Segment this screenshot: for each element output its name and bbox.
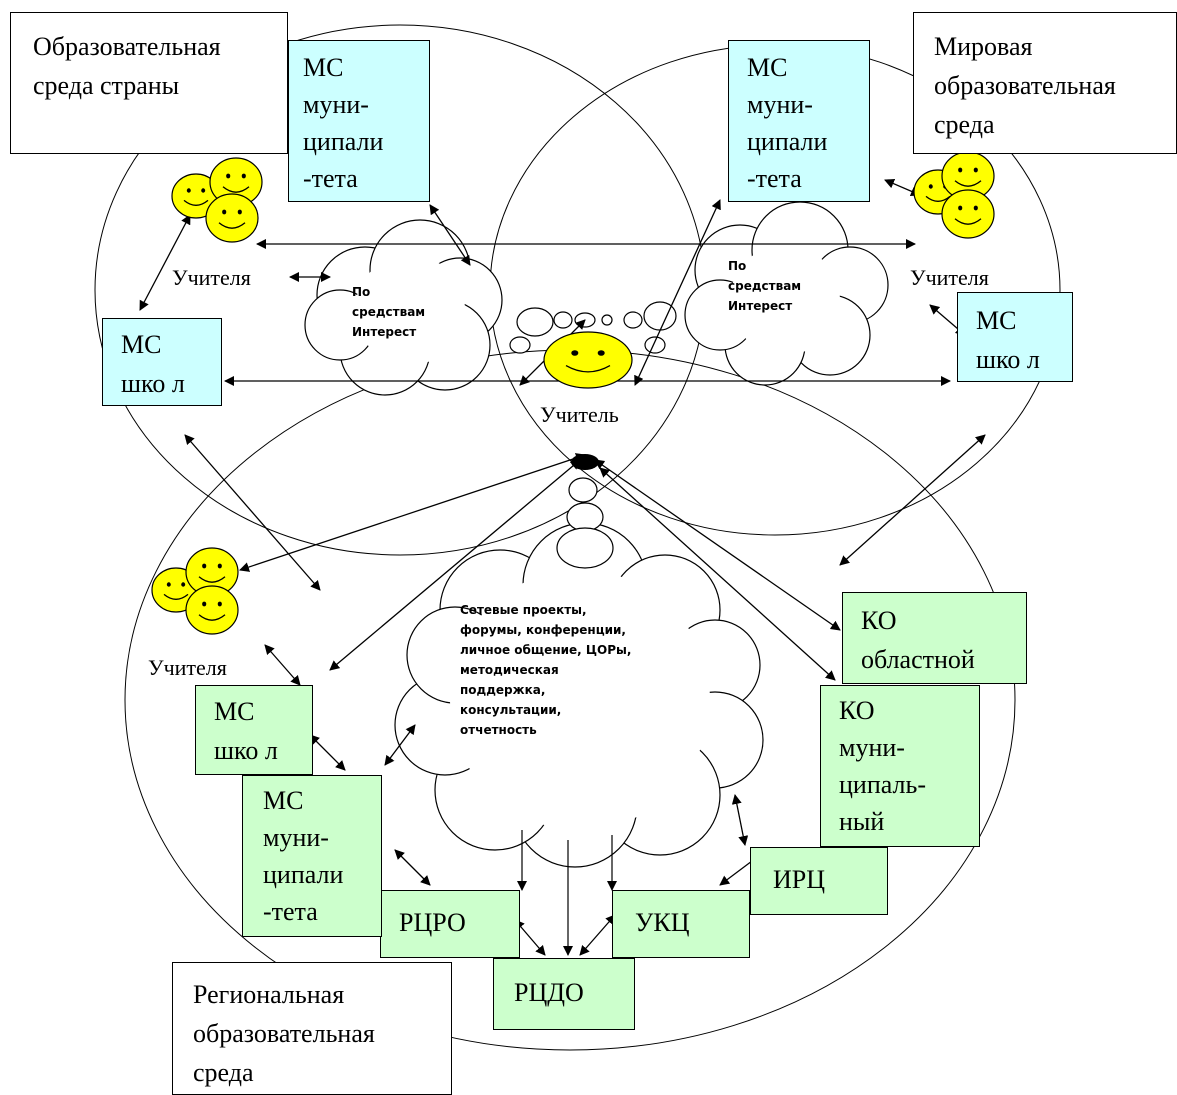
region-country-box: Образовательная среда страны [10, 12, 288, 154]
ko-regional-box: КО областной [842, 592, 1027, 684]
smiley-face [205, 193, 259, 243]
irc-box: ИРЦ [750, 847, 888, 915]
cloud-output-arrows [517, 830, 617, 956]
teachers-label-right: Учителя [910, 265, 989, 290]
smiley-face [941, 189, 995, 239]
thought-bubbles-bottom [556, 477, 614, 569]
ms-municipality-box-bottom: МС муни- ципали -тета [242, 775, 382, 937]
cloud-left [304, 219, 503, 396]
cloud-right-text: По средствам Интерест [728, 259, 802, 313]
smiley-face [209, 157, 263, 207]
teacher-smiley-face [543, 331, 633, 389]
ms-schools-box-right: МС шко л [957, 292, 1073, 382]
ms-schools-box-bottom: МС шко л [195, 685, 313, 775]
teachers-label-left: Учителя [172, 265, 251, 290]
smiley-face [171, 173, 221, 219]
rcro-box: РЦРО [380, 890, 520, 958]
ms-schools-box-left: МС шко л [102, 318, 222, 406]
ms-municipality-box-top-left: МС муни- ципали -тета [288, 40, 430, 202]
smiley-face [185, 585, 239, 635]
teachers-label-bottom: Учителя [148, 655, 227, 680]
arrow-hub [571, 454, 599, 470]
cloud-left-text: По средствам Интерест [352, 285, 426, 339]
rcdo-box: РЦДО [493, 958, 635, 1030]
ms-municipality-box-top-right: МС муни- ципали -тета [728, 40, 870, 202]
teacher-label-center: Учитель [540, 402, 619, 427]
ko-municipal-box: КО муни- ципаль- ный [820, 685, 980, 847]
ukc-box: УКЦ [612, 890, 750, 958]
cloud-bottom-text: Сетевые проекты, форумы, конференции, ли… [460, 603, 632, 737]
region-regional-box: Региональная образовательная среда [172, 962, 452, 1095]
region-world-box: Мировая образовательная среда [913, 12, 1177, 154]
